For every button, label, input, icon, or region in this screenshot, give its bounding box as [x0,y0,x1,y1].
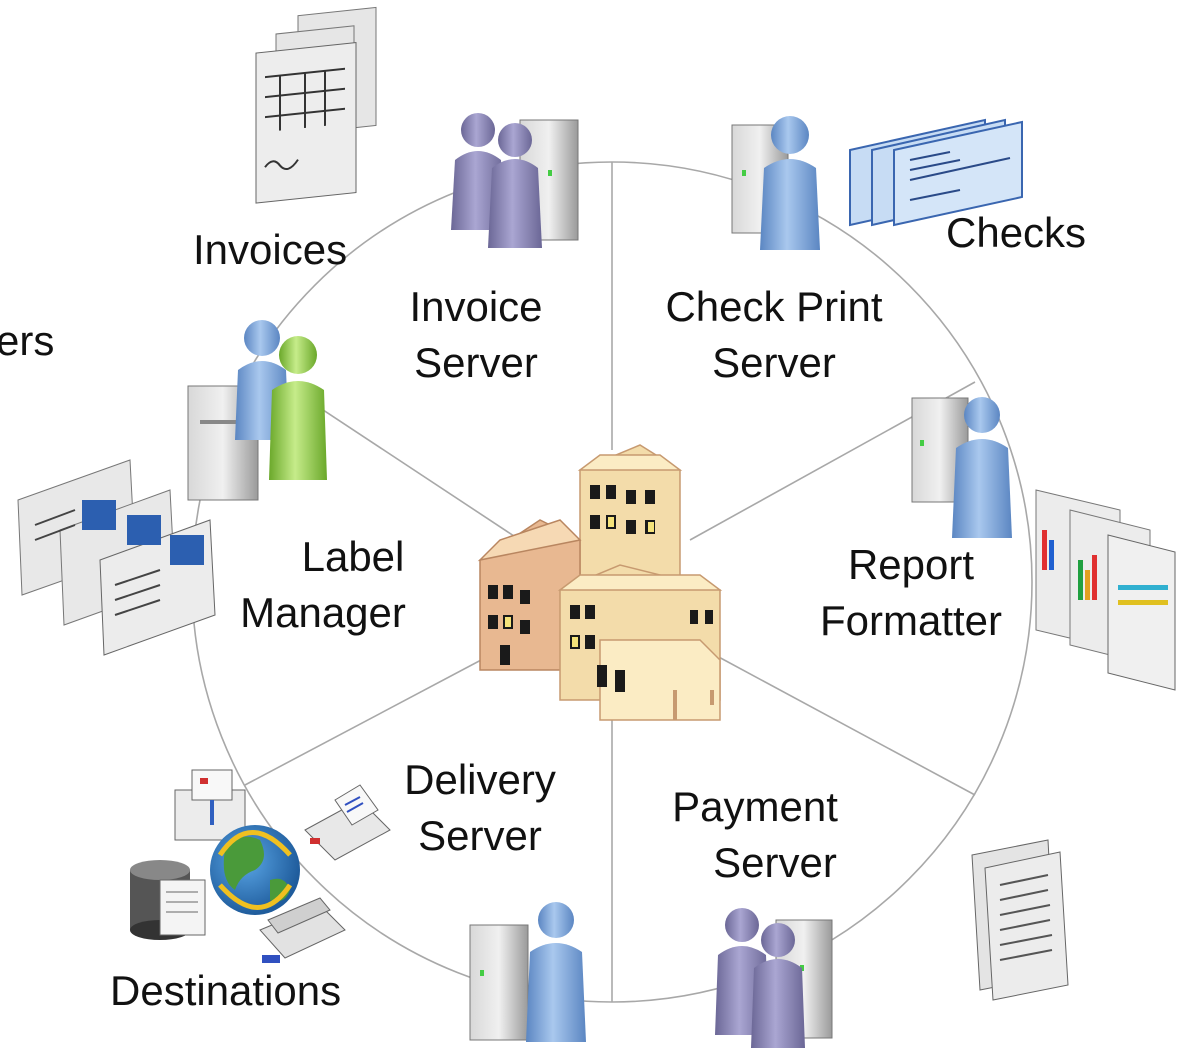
invoice-server-label: Invoice Server [376,282,576,388]
checks-label: Checks [946,209,1087,256]
delivery-server-label-line2: Server [418,812,542,859]
purple-user-icon [751,923,805,1048]
report-formatter-server-icon [911,397,1012,538]
partial-left-label: ers [0,317,55,364]
delivery-server-icon [469,902,586,1042]
purple-user-icon [488,123,542,248]
payment-server-label-line1: Payment [672,783,838,830]
checks-icon [849,118,1023,227]
check-print-server-label-line2: Server [712,339,836,386]
label-manager-label-line1: Label [301,533,405,580]
check-print-server-label-line1: Check Print [665,283,883,330]
globe-icon [210,825,300,915]
invoice-server-label-line1: Invoice [409,283,543,330]
label-manager-label: Label Manager [218,532,428,638]
invoice-server-label-line2: Server [414,339,538,386]
blue-user-icon [952,397,1012,538]
telephone-icon [259,897,346,963]
label-documents-icon [17,459,216,656]
payment-server-icon [715,908,833,1048]
enterprise-building-icon [477,444,723,721]
blue-user-icon [760,116,820,250]
payment-server-label-line2: Server [713,839,837,886]
label-manager-label-line2: Manager [240,589,406,636]
invoice-documents-icon [255,6,377,204]
payment-server-label: Payment Server [650,782,860,888]
green-user-icon [269,336,327,480]
destinations-icon [130,769,391,963]
destinations-label: Destinations [110,967,342,1014]
check-print-server-icon [731,116,820,250]
report-formatter-label-line1: Report [847,541,975,588]
report-formatter-label-line2: Formatter [819,597,1003,644]
check-print-server-label: Check Print Server [640,282,908,388]
printer-icon [174,769,246,841]
invoice-server-icon [451,113,579,248]
blue-user-icon [526,902,586,1042]
report-documents-icon [1035,489,1176,691]
output-documents-icon [971,839,1069,1001]
report-formatter-label: Report Formatter [796,540,1026,646]
fax-machine-icon [304,784,391,861]
delivery-server-label-line1: Delivery [404,756,556,803]
delivery-server-label: Delivery Server [380,755,580,861]
label-manager-server-icon [187,320,327,501]
database-icon [130,860,206,940]
invoices-label: Invoices [193,226,348,273]
